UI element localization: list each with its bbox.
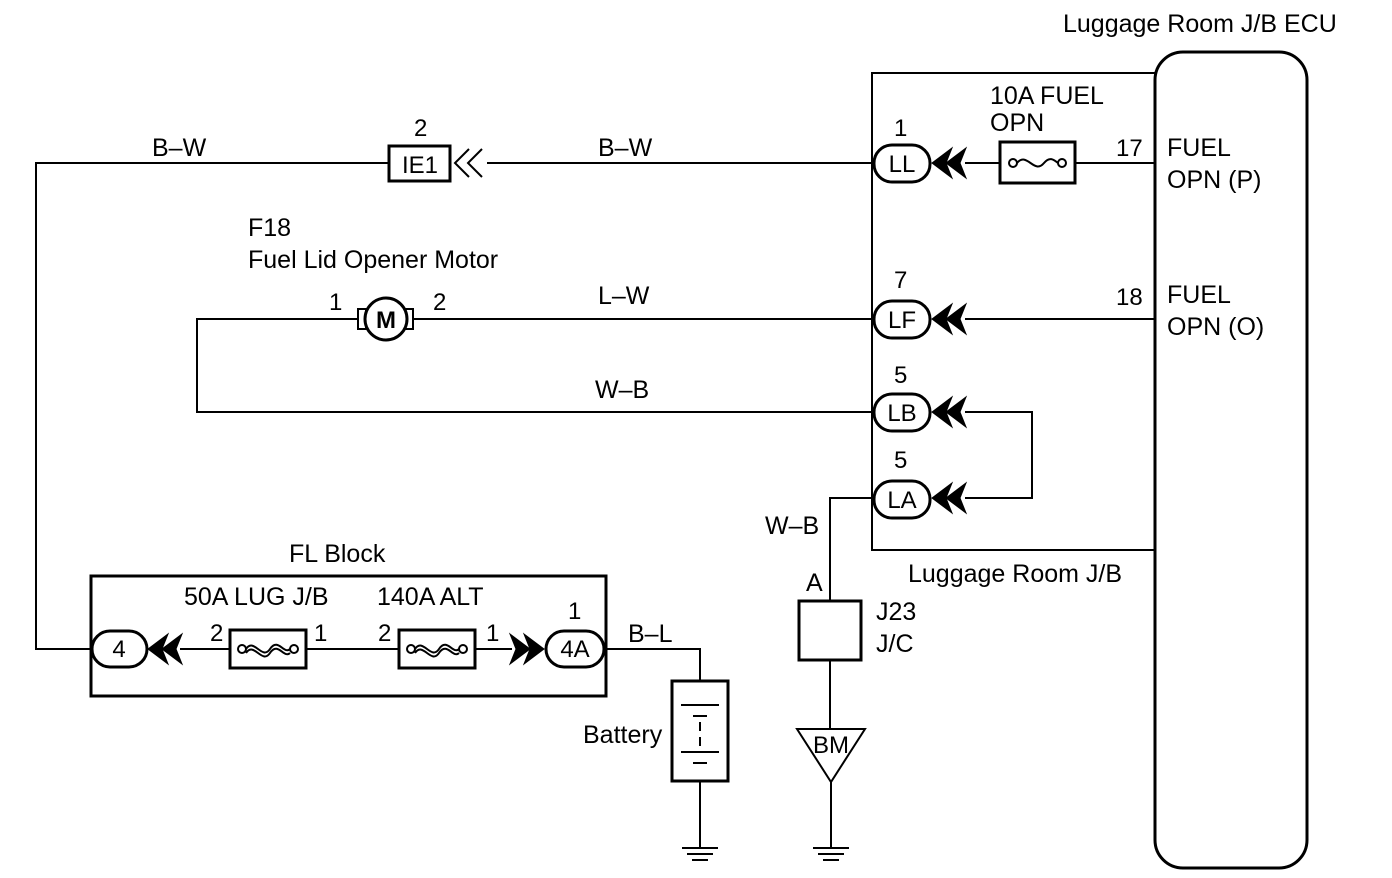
wire-label-top-mid: B–W (598, 134, 653, 162)
fuse-140a-alt (397, 628, 477, 670)
conn-ie1-chevron (453, 148, 470, 178)
conn-lb-arrow-2 (945, 395, 968, 429)
wire-motor-to-lb (196, 318, 874, 413)
jb-label: Luggage Room J/B (908, 560, 1122, 588)
fl-block-title: FL Block (289, 540, 386, 568)
wire-4a-to-battery (604, 648, 701, 681)
conn-ll-arrow-2 (945, 146, 968, 180)
wire-ie1-to-fl-block (35, 162, 389, 650)
conn-4 (90, 629, 149, 669)
battery-label: Battery (583, 721, 663, 749)
ecu-pin-18-number: 18 (1116, 284, 1143, 311)
conn-4a-code: 4A (560, 636, 589, 663)
conn-lf-arrow-2 (945, 302, 968, 336)
conn-lf-number: 7 (894, 267, 907, 294)
ecu-pin-18-name-line1: FUEL (1167, 281, 1231, 309)
wire-label-motor: L–W (598, 282, 650, 310)
fl-fuse2-label: 140A ALT (377, 583, 484, 611)
fl-fuse2-pin-left: 2 (378, 620, 391, 647)
wire-label-jc-feed: W–B (765, 512, 819, 540)
conn-lb-number: 5 (894, 362, 907, 389)
ecu-pin-17-name-line1: FUEL (1167, 134, 1231, 162)
ground-icon (813, 847, 849, 861)
fl-fuse1-pin-right: 1 (314, 620, 327, 647)
conn-4a-number: 1 (568, 598, 581, 625)
jb-fuse-label-line1: 10A FUEL (990, 82, 1104, 110)
conn-la-number: 5 (894, 447, 907, 474)
ecu-pin-17-name-line2: OPN (P) (1167, 166, 1261, 194)
fl-block (89, 574, 608, 698)
motor-pin-right: 2 (433, 289, 446, 316)
conn-4-code: 4 (112, 636, 125, 663)
jb-outline (871, 72, 1155, 551)
jc-j23 (797, 599, 863, 662)
wire-label-top-left: B–W (152, 134, 207, 162)
jc-pin: A (806, 569, 823, 597)
wire-label-battery-feed: B–L (628, 620, 673, 648)
ground-point-bm-label: BM (813, 732, 849, 759)
fuse-10a-fuel-opn (998, 140, 1077, 185)
conn-4a-arrow-2 (522, 632, 545, 666)
conn-la-arrow-2 (945, 481, 968, 515)
motor-name: Fuel Lid Opener Motor (248, 246, 498, 274)
jc-type: J/C (876, 630, 914, 658)
conn-ll-code: LL (889, 151, 916, 178)
battery-symbol (670, 679, 730, 783)
fuse-50a-lug-jb (228, 628, 308, 670)
conn-ie1-code: IE1 (402, 152, 438, 179)
wire-lb-la-jumper (965, 411, 1033, 499)
conn-ie1-chevron-2 (466, 148, 483, 178)
conn-ie1-number: 2 (414, 115, 427, 142)
fl-fuse1-pin-left: 2 (210, 620, 223, 647)
jc-id: J23 (876, 598, 916, 626)
wire-la-to-jc (829, 497, 874, 601)
jb-fuse-label-line2: OPN (990, 109, 1044, 137)
conn-4-arrow-2 (161, 632, 184, 666)
conn-lf-code: LF (888, 307, 916, 334)
ecu-pin-18-name-line2: OPN (O) (1167, 313, 1264, 341)
wire-label-ground-loop: W–B (595, 376, 649, 404)
ecu-pin-17-number: 17 (1116, 135, 1143, 162)
ecu-body (1153, 50, 1309, 870)
motor-symbol (357, 296, 414, 342)
conn-lb-code: LB (887, 400, 916, 427)
fl-fuse1-label: 50A LUG J/B (184, 583, 329, 611)
conn-la-code: LA (887, 487, 916, 514)
ground-icon-battery (682, 847, 718, 861)
ground-point-bm (795, 728, 867, 784)
conn-ll-number: 1 (894, 115, 907, 142)
motor-pin-left: 1 (329, 289, 342, 316)
fl-fuse2-pin-right: 1 (486, 620, 499, 647)
motor-id: F18 (248, 214, 291, 242)
ecu-title: Luggage Room J/B ECU (1063, 10, 1337, 38)
conn-la (872, 479, 932, 520)
motor-symbol-letter: M (376, 307, 396, 334)
conn-4a-arrow (508, 632, 531, 666)
